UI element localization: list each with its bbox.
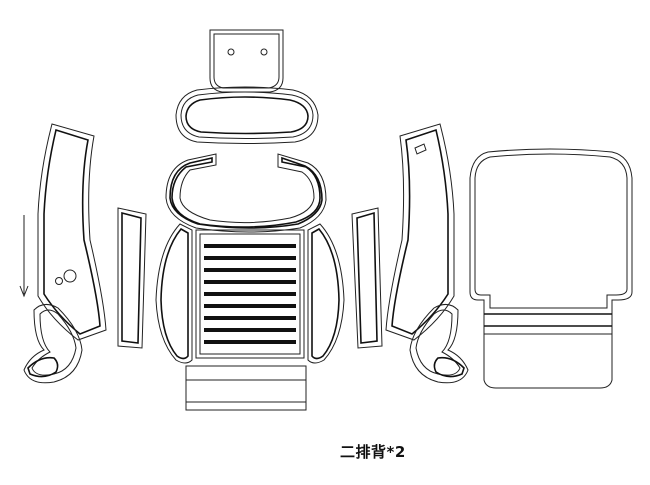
right-lower-curved-piece <box>409 304 469 384</box>
pattern-caption: 二排背*2 <box>340 443 406 461</box>
left-outer-side-panel <box>19 123 107 341</box>
right-vertical-strip-piece <box>351 207 383 349</box>
headrest-top-piece <box>209 29 284 93</box>
hole-large <box>63 269 77 283</box>
left-lower-curved-piece <box>23 304 83 384</box>
rear-seatback-panel <box>469 148 633 389</box>
horizontal-stripes <box>204 244 296 344</box>
hole-small <box>55 277 63 285</box>
right-outer-side-panel <box>385 123 455 341</box>
direction-arrow-head <box>19 285 29 298</box>
right-side-bolster-piece <box>307 223 345 364</box>
hole-right <box>260 48 268 56</box>
upper-back-bolster-piece <box>165 153 327 233</box>
left-vertical-strip-piece <box>117 207 147 349</box>
slot-hole <box>414 143 427 155</box>
hole-left <box>227 48 235 56</box>
center-insert-piece <box>195 229 305 359</box>
bottom-strip-piece <box>185 365 307 411</box>
left-side-bolster-piece <box>155 223 193 364</box>
headrest-band-piece <box>175 86 319 144</box>
